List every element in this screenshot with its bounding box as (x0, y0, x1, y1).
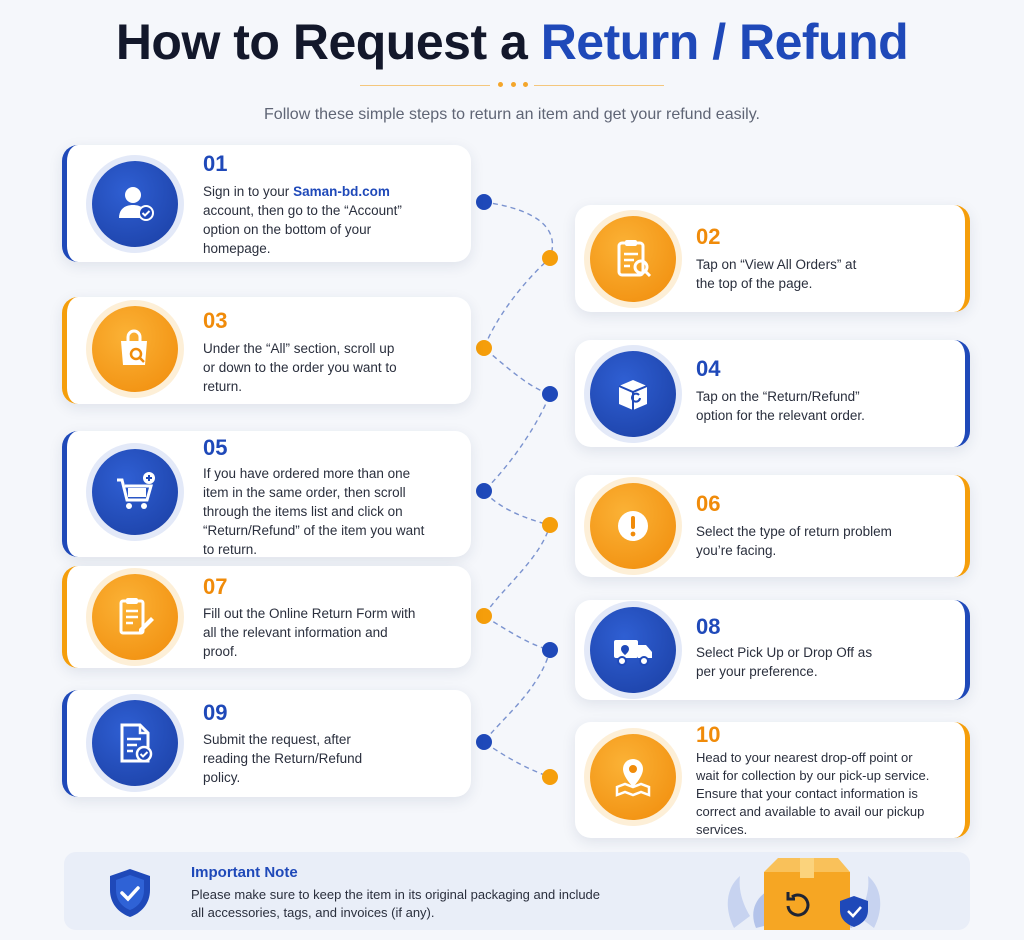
shield-check-icon (110, 869, 150, 917)
step-text: Select the type of return problem you’re… (696, 524, 892, 558)
step-number: 03 (203, 308, 228, 333)
page-subtitle: Follow these simple steps to return an i… (264, 106, 760, 123)
step-number: 04 (696, 356, 721, 381)
step-text: Under the “All” section, scroll up or do… (203, 341, 397, 394)
step-text: Tap on “View All Orders” at the top of t… (696, 257, 857, 291)
title-divider (360, 82, 664, 88)
step-number: 09 (203, 700, 228, 725)
cart-plus-icon (92, 449, 178, 535)
step-text: Sign in to your Saman-bd.com account, th… (203, 184, 402, 256)
step-number: 02 (696, 224, 721, 249)
site-link[interactable]: Saman-bd.com (293, 184, 390, 199)
step-text: If you have ordered more than one item i… (203, 466, 425, 557)
delivery-truck-icon (590, 607, 676, 693)
clipboard-search-icon (590, 216, 676, 302)
step-text: Head to your nearest drop-off point or w… (696, 750, 930, 837)
step-number: 10 (696, 722, 721, 747)
step-text: Tap on the “Return/Refund” option for th… (696, 389, 865, 423)
step-text: Fill out the Online Return Form with all… (203, 606, 416, 659)
shopping-bag-search-icon (92, 306, 178, 392)
step-number: 07 (203, 574, 228, 599)
step-text: Select Pick Up or Drop Off as per your p… (696, 645, 873, 679)
note-text: Please make sure to keep the item in its… (191, 887, 601, 920)
return-package-icon (727, 858, 881, 930)
note-title: Important Note (191, 864, 298, 881)
step-number: 08 (696, 614, 721, 639)
map-pin-icon (590, 734, 676, 820)
return-box-icon (590, 351, 676, 437)
user-check-icon (92, 161, 178, 247)
document-check-icon (92, 700, 178, 786)
page-title: How to Request a Return / Refund (0, 12, 1024, 72)
title-main: How to Request a (115, 14, 541, 70)
step-number: 05 (203, 435, 228, 460)
important-note: Important Note Please make sure to keep … (64, 852, 970, 930)
form-pen-icon (92, 574, 178, 660)
step-text: Submit the request, after reading the Re… (203, 732, 363, 785)
title-accent: Return / Refund (540, 14, 909, 70)
alert-icon (590, 483, 676, 569)
step-number: 01 (203, 151, 228, 176)
step-number: 06 (696, 491, 721, 516)
